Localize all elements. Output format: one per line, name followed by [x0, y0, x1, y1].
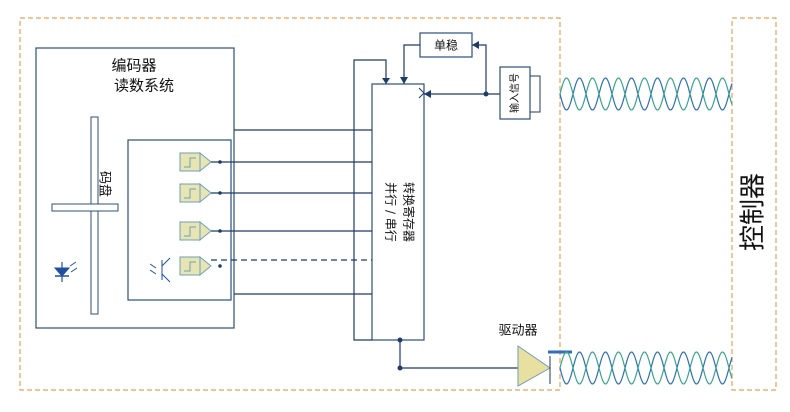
- junction-dot-register: [397, 337, 403, 343]
- register-clock-input-icon: [418, 87, 425, 99]
- arrow-into-monostable: [472, 41, 479, 49]
- code-disk-label: 码盘: [97, 171, 113, 197]
- parallel-serial-register-box: [371, 83, 425, 341]
- code-disk-plate: [51, 203, 119, 212]
- receiver-pair-bracket: [530, 75, 541, 113]
- driver-label: 驱动器: [498, 324, 537, 339]
- controller-label: 控制器: [739, 173, 769, 251]
- junction-dot-input: [483, 91, 489, 97]
- register-to-driver-line: [399, 340, 520, 369]
- monostable-output-line: [403, 44, 420, 84]
- input-signal-label: 输入信号: [508, 73, 521, 113]
- encoder-title-line2: 读数系统: [114, 77, 174, 95]
- led-icon: [53, 261, 78, 282]
- encoder-title-line1: 编码器: [111, 57, 156, 75]
- trigger-line: [472, 44, 487, 94]
- comparator-4: [179, 255, 212, 277]
- junction-dot-driver: [397, 365, 403, 371]
- arrow-into-register-1: [382, 78, 390, 84]
- register-label-line2: 转换寄存器: [402, 182, 417, 242]
- arrow-into-register-clock: [424, 90, 431, 98]
- data-bus-lines: [211, 129, 372, 295]
- bottom-cable-strand-a: [559, 351, 733, 385]
- bottom-cable-strand-b: [559, 351, 733, 385]
- code-disk-shaft: [90, 116, 99, 315]
- input-receiver-box: [499, 66, 531, 120]
- twisted-pair-cables: [559, 77, 733, 385]
- comparator-3: [179, 220, 212, 242]
- monostable-box: [419, 32, 473, 58]
- comparator-2: [179, 182, 212, 204]
- register-label-line1: 并行 / 串行: [384, 182, 398, 242]
- top-cable-strand-a: [559, 77, 733, 111]
- phototransistor-icon: [149, 257, 171, 283]
- arrow-into-register-2: [400, 77, 408, 84]
- top-cable-strand-b: [559, 77, 733, 111]
- monostable-label: 单稳: [434, 38, 458, 53]
- feedback-line-left: [353, 59, 387, 341]
- comparator-1: [179, 151, 212, 173]
- driver-triangle: [517, 345, 551, 387]
